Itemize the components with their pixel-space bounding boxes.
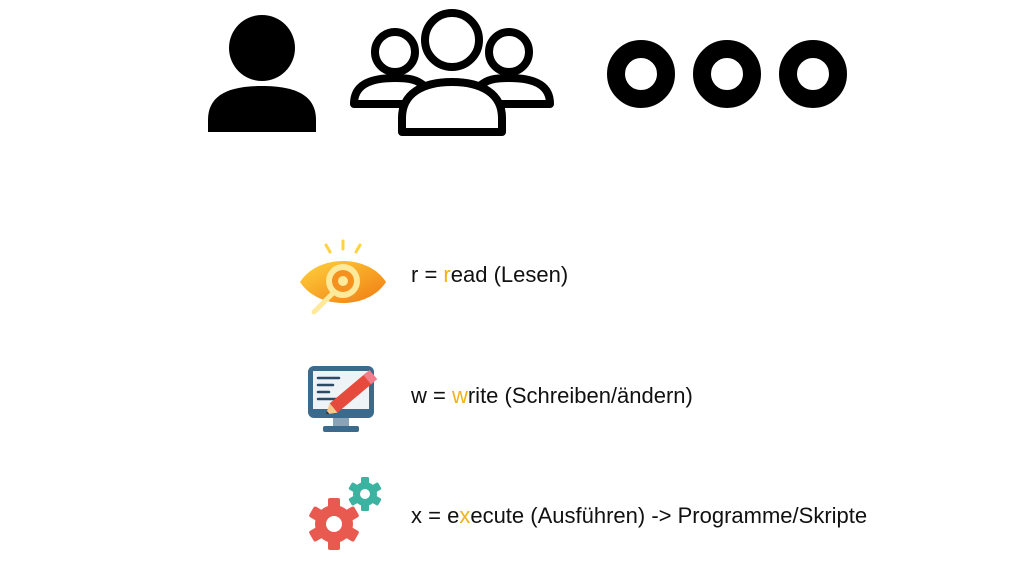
permission-letter: x bbox=[411, 503, 422, 528]
gears-icon bbox=[309, 477, 382, 550]
permission-letter: r bbox=[411, 262, 419, 287]
others-icon bbox=[607, 40, 847, 108]
highlight-letter: w bbox=[451, 383, 468, 408]
eye-icon bbox=[300, 239, 386, 315]
highlight-letter: r bbox=[443, 262, 451, 287]
monitor-edit-icon bbox=[308, 366, 378, 432]
group-icon bbox=[350, 9, 554, 136]
permission-description: (Ausführen) -> Programme/Skripte bbox=[524, 503, 868, 528]
permission-description: (Lesen) bbox=[487, 262, 569, 287]
permission-read: r = read (Lesen) bbox=[411, 262, 569, 287]
highlight-letter: x bbox=[459, 503, 471, 528]
permission-letter: w bbox=[411, 383, 427, 408]
permission-execute: x = execute (Ausführen) -> Programme/Skr… bbox=[411, 503, 868, 528]
user-icon bbox=[208, 15, 316, 132]
permission-description: (Schreiben/ändern) bbox=[498, 383, 693, 408]
permission-write: w = write (Schreiben/ändern) bbox=[411, 383, 693, 408]
